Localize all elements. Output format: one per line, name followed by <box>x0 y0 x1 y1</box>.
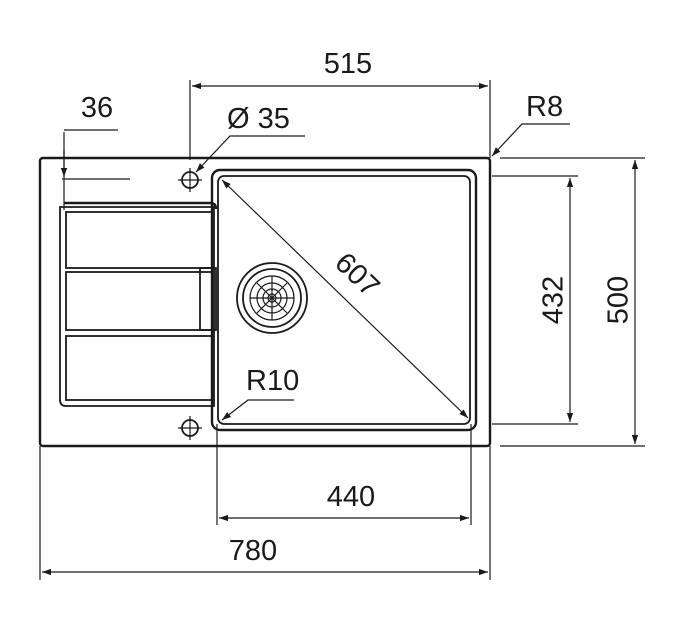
dimension-432-label: 432 <box>538 276 570 324</box>
drainboard <box>59 201 218 407</box>
tap-hole-top-icon <box>178 168 202 192</box>
bowl-radius-leader <box>221 399 294 421</box>
dimension-36-label: 36 <box>81 92 113 124</box>
tap-hole-leader <box>195 135 305 173</box>
dimension-515-label: 515 <box>324 48 372 80</box>
bowl-radius-label: R10 <box>246 365 299 397</box>
tap-hole-diameter-label: Ø 35 <box>227 103 290 135</box>
outer-radius-leader <box>491 123 570 157</box>
dimension-780-label: 780 <box>229 535 277 567</box>
sink-bowl <box>210 168 478 432</box>
tap-hole-bottom-icon <box>178 416 202 440</box>
dimension-500-label: 500 <box>603 276 635 324</box>
dimension-607-line <box>221 179 469 419</box>
drain-waste-icon <box>236 262 308 334</box>
sink-outer-outline <box>38 156 492 448</box>
dimension-607-label: 607 <box>328 247 385 304</box>
extension-lines <box>39 80 645 580</box>
outer-radius-label: R8 <box>526 91 563 123</box>
dimension-440-label: 440 <box>327 481 375 513</box>
